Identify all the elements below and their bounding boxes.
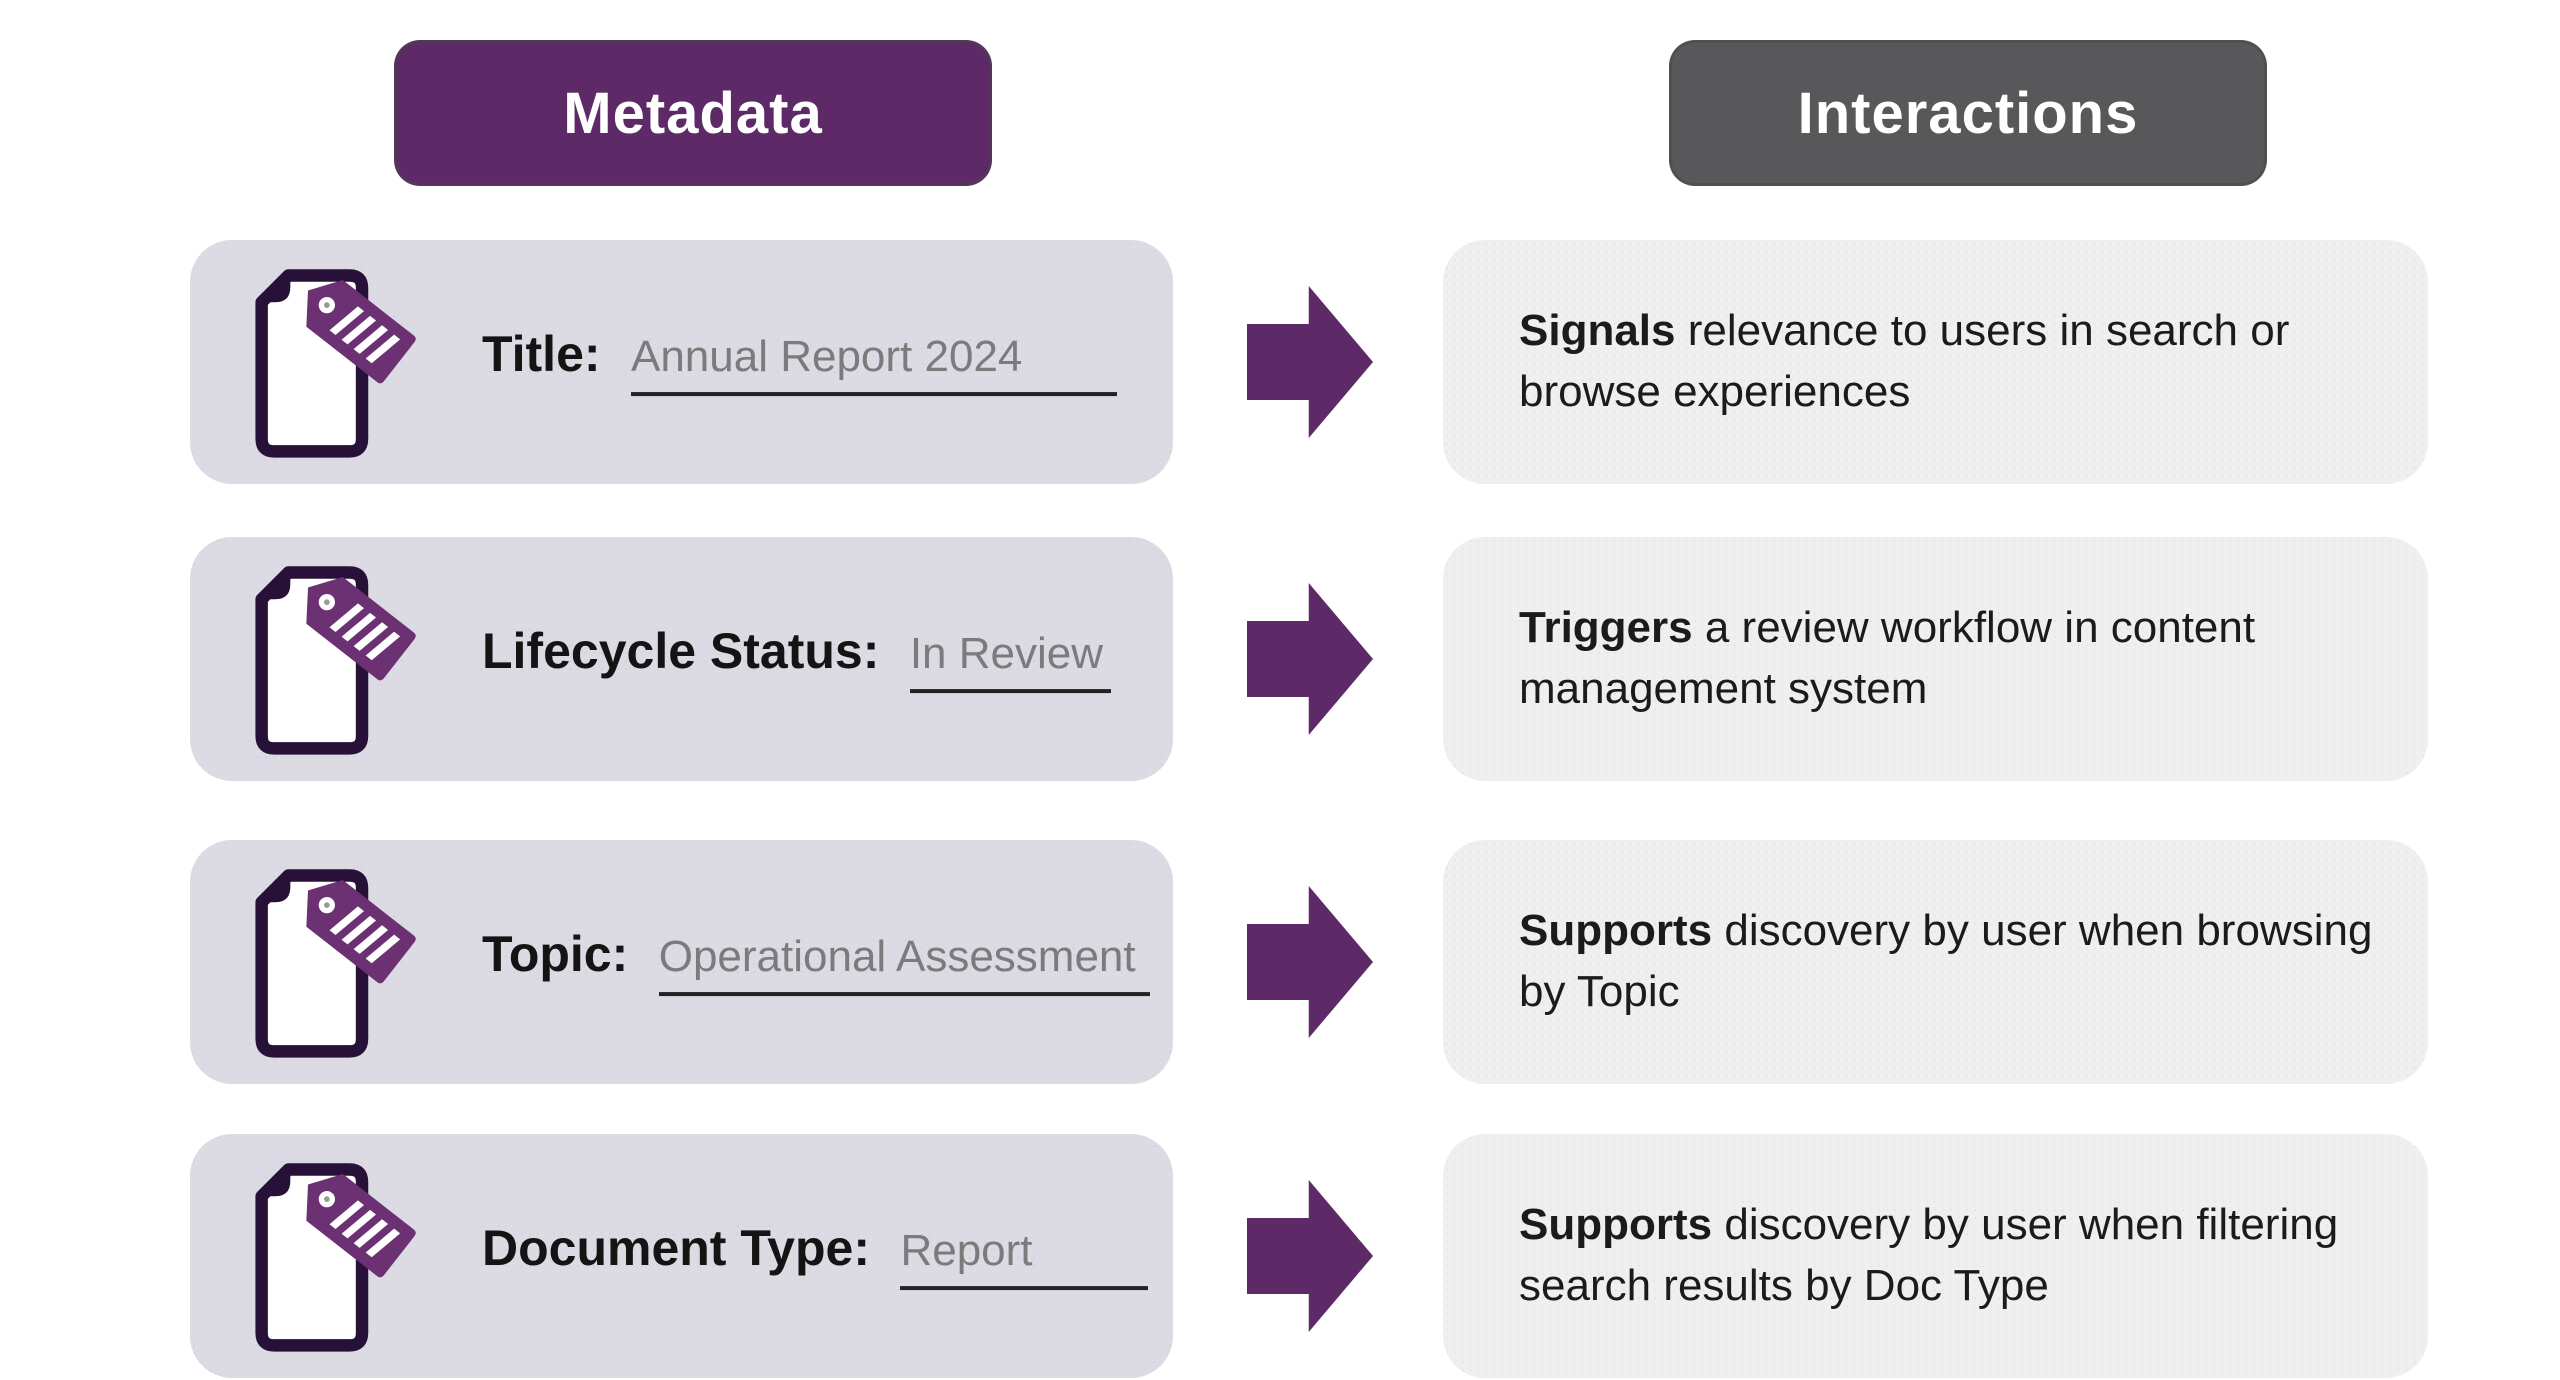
metadata-row: Document Type: Report Supports discovery… — [0, 1134, 2560, 1378]
field-value: In Review — [909, 629, 1112, 694]
field-label: Topic: — [482, 926, 629, 983]
arrow-right-icon — [1247, 583, 1373, 735]
interaction-card: Supports discovery by user when browsing… — [1443, 840, 2428, 1084]
interaction-card: Signals relevance to users in search or … — [1443, 240, 2428, 484]
interaction-text: Supports discovery by user when browsing… — [1443, 901, 2428, 1022]
metadata-field: Title: Annual Report 2024 — [482, 325, 1118, 397]
interaction-text: Triggers a review workflow in content ma… — [1443, 598, 2428, 719]
metadata-field: Lifecycle Status: In Review — [482, 622, 1112, 694]
metadata-card: Document Type: Report — [190, 1134, 1173, 1378]
metadata-card: Title: Annual Report 2024 — [190, 240, 1173, 484]
interaction-bold-word: Supports — [1519, 1200, 1713, 1250]
interaction-bold-word: Signals — [1519, 306, 1676, 356]
interaction-card: Supports discovery by user when filterin… — [1443, 1134, 2428, 1378]
metadata-field: Document Type: Report — [482, 1219, 1148, 1291]
metadata-row: Lifecycle Status: In Review Triggers a r… — [0, 537, 2560, 781]
field-value: Annual Report 2024 — [630, 332, 1118, 397]
interactions-header-label: Interactions — [1797, 80, 2139, 146]
arrow-right-icon — [1247, 1180, 1373, 1332]
document-tag-icon — [255, 1163, 416, 1352]
metadata-card: Topic: Operational Assessment — [190, 840, 1173, 1084]
interaction-bold-word: Supports — [1519, 906, 1713, 956]
metadata-row: Title: Annual Report 2024 Signals releva… — [0, 240, 2560, 484]
field-label: Title: — [482, 326, 601, 383]
interaction-rest-text: discovery by user when filtering search … — [1519, 1200, 2339, 1310]
arrow-right-icon — [1247, 886, 1373, 1038]
field-label: Document Type: — [482, 1220, 870, 1277]
metadata-card: Lifecycle Status: In Review — [190, 537, 1173, 781]
field-value: Report — [900, 1226, 1148, 1291]
interaction-text: Supports discovery by user when filterin… — [1443, 1195, 2428, 1316]
document-tag-icon — [255, 269, 416, 458]
metadata-header-label: Metadata — [563, 80, 823, 146]
interaction-card: Triggers a review workflow in content ma… — [1443, 537, 2428, 781]
field-value: Operational Assessment — [658, 932, 1150, 997]
interaction-rest-text: relevance to users in search or browse e… — [1519, 306, 2290, 416]
arrow-right-icon — [1247, 286, 1373, 438]
interaction-rest-text: a review workflow in content management … — [1519, 603, 2256, 713]
metadata-field: Topic: Operational Assessment — [482, 925, 1150, 997]
interactions-column-header: Interactions — [1669, 40, 2267, 186]
metadata-column-header: Metadata — [394, 40, 992, 186]
document-tag-icon — [255, 566, 416, 755]
interaction-text: Signals relevance to users in search or … — [1443, 301, 2428, 422]
interaction-bold-word: Triggers — [1519, 603, 1693, 653]
document-tag-icon — [255, 869, 416, 1058]
field-label: Lifecycle Status: — [482, 623, 880, 680]
metadata-row: Topic: Operational Assessment Supports d… — [0, 840, 2560, 1084]
interaction-rest-text: discovery by user when browsing by Topic — [1519, 906, 2373, 1016]
